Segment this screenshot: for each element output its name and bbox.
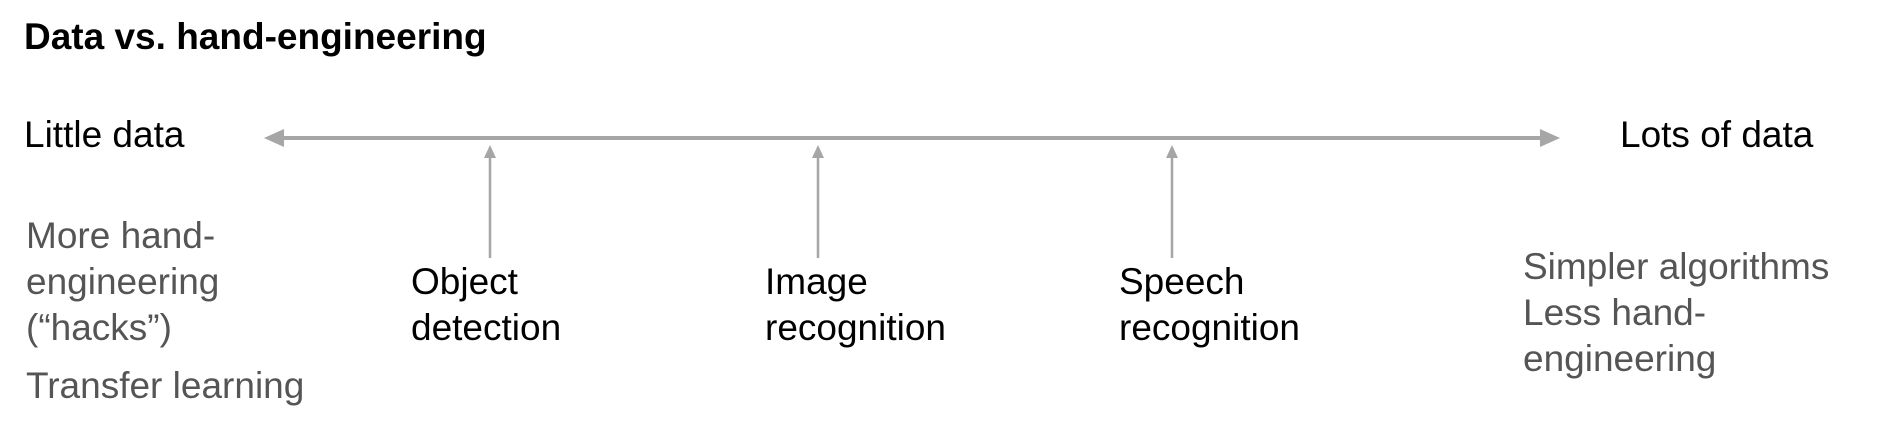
marker-arrow-image-recognition (812, 145, 824, 258)
axis-label-lots-of-data: Lots of data (1620, 114, 1814, 155)
marker-label-line: recognition (1119, 307, 1301, 348)
marker-label-line: Object (411, 261, 518, 302)
right-note-line: Simpler algorithms (1523, 246, 1830, 287)
marker-label-line: detection (411, 307, 562, 348)
marker-label-image-recognition: Image recognition (765, 259, 946, 351)
left-note-line: engineering (26, 261, 220, 302)
left-note-line: (“hacks”) (26, 307, 172, 348)
marker-arrow-speech-recognition (1166, 145, 1178, 258)
axis-right-arrowhead (1540, 129, 1560, 147)
left-note-transfer-learning: Transfer learning (26, 365, 305, 406)
marker-label-line: Image (765, 261, 868, 302)
marker-label-object-detection: Object detection (411, 259, 561, 351)
data-spectrum-axis (264, 129, 1560, 147)
right-note-line: Less hand- (1523, 292, 1707, 333)
marker-label-speech-recognition: Speech recognition (1119, 259, 1300, 351)
left-note-line: More hand- (26, 215, 216, 256)
right-note-line: engineering (1523, 338, 1717, 379)
diagram-title: Data vs. hand-engineering (24, 16, 487, 57)
marker-label-line: Speech (1119, 261, 1245, 302)
axis-left-arrowhead (264, 129, 284, 147)
marker-arrow-object-detection (484, 145, 496, 258)
axis-label-little-data: Little data (24, 114, 185, 155)
left-notes-hand-engineering: More hand- engineering (“hacks”) (26, 213, 219, 351)
right-notes: Simpler algorithms Less hand- engineerin… (1523, 244, 1829, 382)
marker-label-line: recognition (765, 307, 947, 348)
